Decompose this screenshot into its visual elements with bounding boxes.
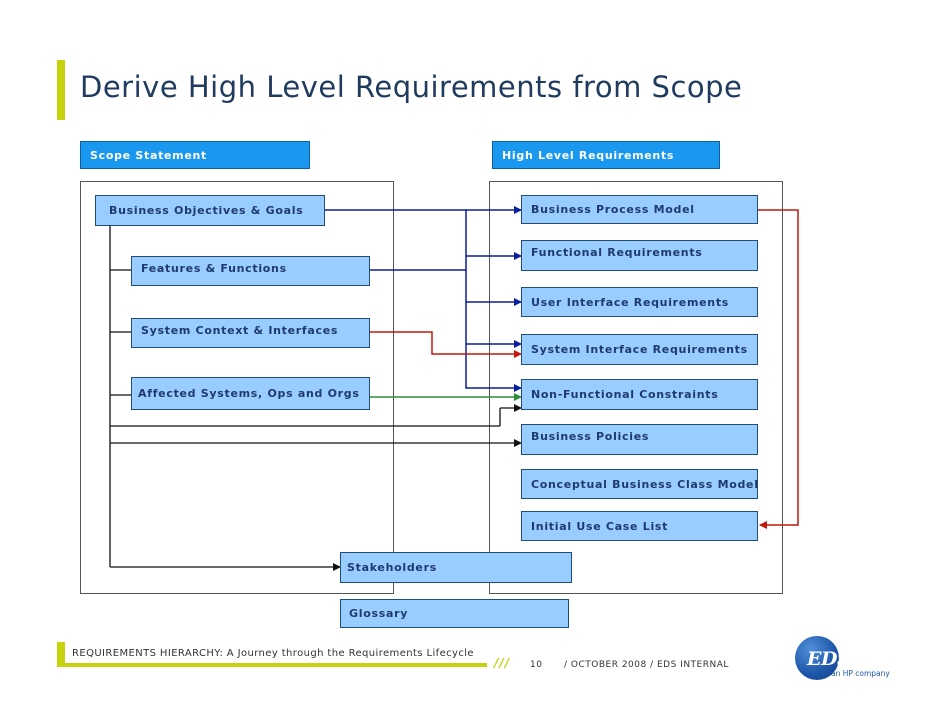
eds-logo: EDS an HP company: [795, 636, 890, 680]
footer-date-classification: / OCTOBER 2008 / EDS INTERNAL: [564, 660, 729, 670]
page-number: 10: [530, 660, 543, 670]
affected-systems-box: Affected Systems, Ops and Orgs: [131, 377, 370, 410]
footer-title: REQUIREMENTS HIERARCHY: A Journey throug…: [72, 648, 474, 659]
requirement-non-functional: Non-Functional Constraints: [521, 379, 758, 410]
eds-logo-badge: [795, 636, 839, 680]
requirement-system-interface: System Interface Requirements: [521, 334, 758, 365]
eds-logo-name: EDS: [807, 648, 851, 670]
high-level-requirements-header: High Level Requirements: [492, 141, 720, 169]
footer-accent-horizontal: [57, 663, 487, 667]
system-context-box: System Context & Interfaces: [131, 318, 370, 348]
stakeholders-box: Stakeholders: [340, 552, 572, 583]
footer-accent-vertical: [57, 642, 65, 667]
tree-connectors: [109, 226, 522, 571]
scope-statement-header: Scope Statement: [80, 141, 310, 169]
requirement-functional: Functional Requirements: [521, 240, 758, 271]
footer-slashes: ///: [494, 656, 511, 670]
requirement-business-process-model: Business Process Model: [521, 195, 758, 224]
features-functions-box: Features & Functions: [131, 256, 370, 286]
blue-connectors: [324, 206, 522, 392]
requirement-business-policies: Business Policies: [521, 424, 758, 455]
page-title: Derive High Level Requirements from Scop…: [80, 70, 743, 104]
requirement-initial-use-case-list: Initial Use Case List: [521, 511, 758, 541]
scope-frame: [80, 181, 394, 594]
eds-logo-subtitle: an HP company: [831, 669, 890, 678]
requirement-conceptual-class-model: Conceptual Business Class Model: [521, 469, 758, 499]
glossary-box: Glossary: [340, 599, 569, 628]
title-accent-bar: [57, 60, 65, 120]
requirement-user-interface: User Interface Requirements: [521, 287, 758, 317]
red-connectors: [370, 209, 799, 529]
business-objectives-box: Business Objectives & Goals: [95, 195, 325, 226]
